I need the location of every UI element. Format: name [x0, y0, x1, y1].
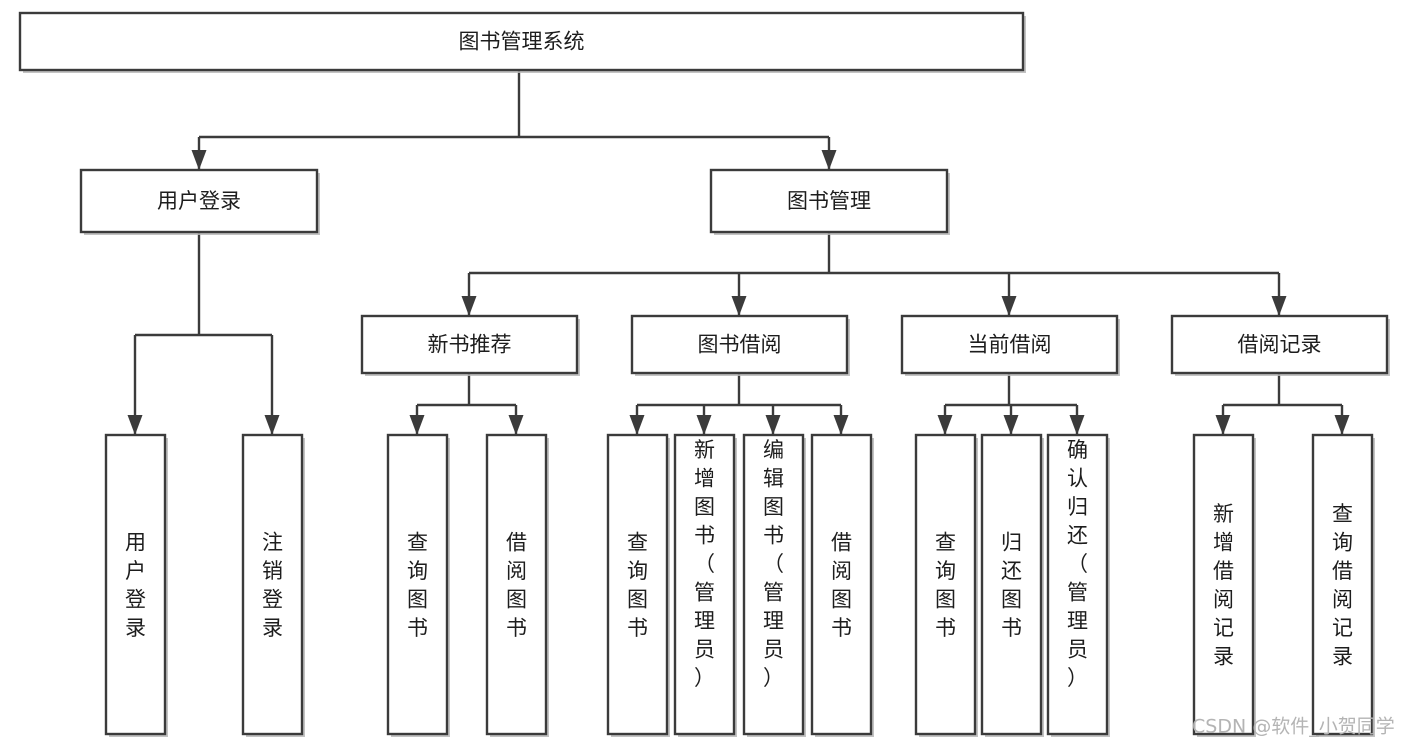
node-leaf-query-book-current[interactable]: 查询图书 [914, 433, 978, 737]
node-leaf-edit-book-admin[interactable]: 编辑图书（管理员） [742, 433, 806, 737]
node-rect [673, 433, 736, 736]
node-label: 图书管理系统 [459, 30, 585, 54]
node-rect [980, 433, 1043, 736]
node-rect [810, 433, 873, 736]
node-label: 归还图书 [1001, 531, 1022, 641]
node-rect [630, 314, 849, 375]
node-current-borrow[interactable]: 当前借阅 [900, 314, 1120, 376]
node-rect [1046, 433, 1109, 736]
node-label: 确认归还（管理员） [1067, 438, 1088, 690]
node-root[interactable]: 图书管理系统 [18, 11, 1026, 73]
node-label: 查询图书 [407, 531, 428, 641]
node-leaf-query-borrow-record[interactable]: 查询借阅记录 [1311, 433, 1375, 737]
node-label: 图书借阅 [698, 333, 782, 357]
nodes-layer: 图书管理系统用户登录图书管理新书推荐图书借阅当前借阅借阅记录用户登录注销登录查询… [18, 11, 1390, 737]
node-book-borrow[interactable]: 图书借阅 [630, 314, 850, 376]
node-rect [742, 433, 805, 736]
node-rect [914, 433, 977, 736]
node-leaf-borrow-book[interactable]: 借阅图书 [810, 433, 874, 737]
node-leaf-logout[interactable]: 注销登录 [241, 433, 305, 737]
node-rect [900, 314, 1119, 375]
node-label: 图书管理 [787, 189, 871, 213]
node-borrow-record[interactable]: 借阅记录 [1170, 314, 1390, 376]
node-label: 借阅图书 [506, 531, 527, 641]
node-rect [606, 433, 669, 736]
connectors-layer [127, 70, 1350, 435]
node-user-login[interactable]: 用户登录 [79, 168, 320, 235]
node-rect [241, 433, 304, 736]
node-label: 当前借阅 [968, 333, 1052, 357]
node-leaf-query-book-borrow[interactable]: 查询图书 [606, 433, 670, 737]
node-book-management[interactable]: 图书管理 [709, 168, 950, 235]
node-label: 借阅记录 [1238, 333, 1322, 357]
node-rect [104, 433, 167, 736]
node-label: 编辑图书（管理员） [763, 438, 784, 690]
node-leaf-add-borrow-record[interactable]: 新增借阅记录 [1192, 433, 1256, 737]
node-label: 用户登录 [125, 531, 146, 641]
node-rect [18, 11, 1025, 72]
node-rect [1192, 433, 1255, 736]
node-rect [1311, 433, 1374, 736]
node-label: 注销登录 [262, 531, 283, 641]
node-rect [1170, 314, 1389, 375]
node-leaf-confirm-return-admin[interactable]: 确认归还（管理员） [1046, 433, 1110, 737]
node-leaf-borrow-book-recommend[interactable]: 借阅图书 [485, 433, 549, 737]
node-label: 新增图书（管理员） [694, 438, 715, 690]
node-rect [709, 168, 949, 234]
node-rect [386, 433, 449, 736]
node-rect [360, 314, 579, 375]
node-leaf-return-book[interactable]: 归还图书 [980, 433, 1044, 737]
node-rect [485, 433, 548, 736]
node-label: 用户登录 [157, 189, 241, 213]
node-leaf-user-login[interactable]: 用户登录 [104, 433, 168, 737]
node-leaf-add-book-admin[interactable]: 新增图书（管理员） [673, 433, 737, 737]
node-leaf-query-book-recommend[interactable]: 查询图书 [386, 433, 450, 737]
node-label: 查询图书 [627, 531, 648, 641]
node-label: 新书推荐 [428, 333, 512, 357]
node-label: 查询借阅记录 [1332, 502, 1353, 669]
node-new-book-recommend[interactable]: 新书推荐 [360, 314, 580, 376]
node-rect [79, 168, 319, 234]
csdn-watermark: CSDN @软件_小贺同学 [1192, 716, 1395, 738]
node-label: 查询图书 [935, 531, 956, 641]
node-label: 借阅图书 [831, 531, 852, 641]
node-label: 新增借阅记录 [1213, 502, 1234, 669]
